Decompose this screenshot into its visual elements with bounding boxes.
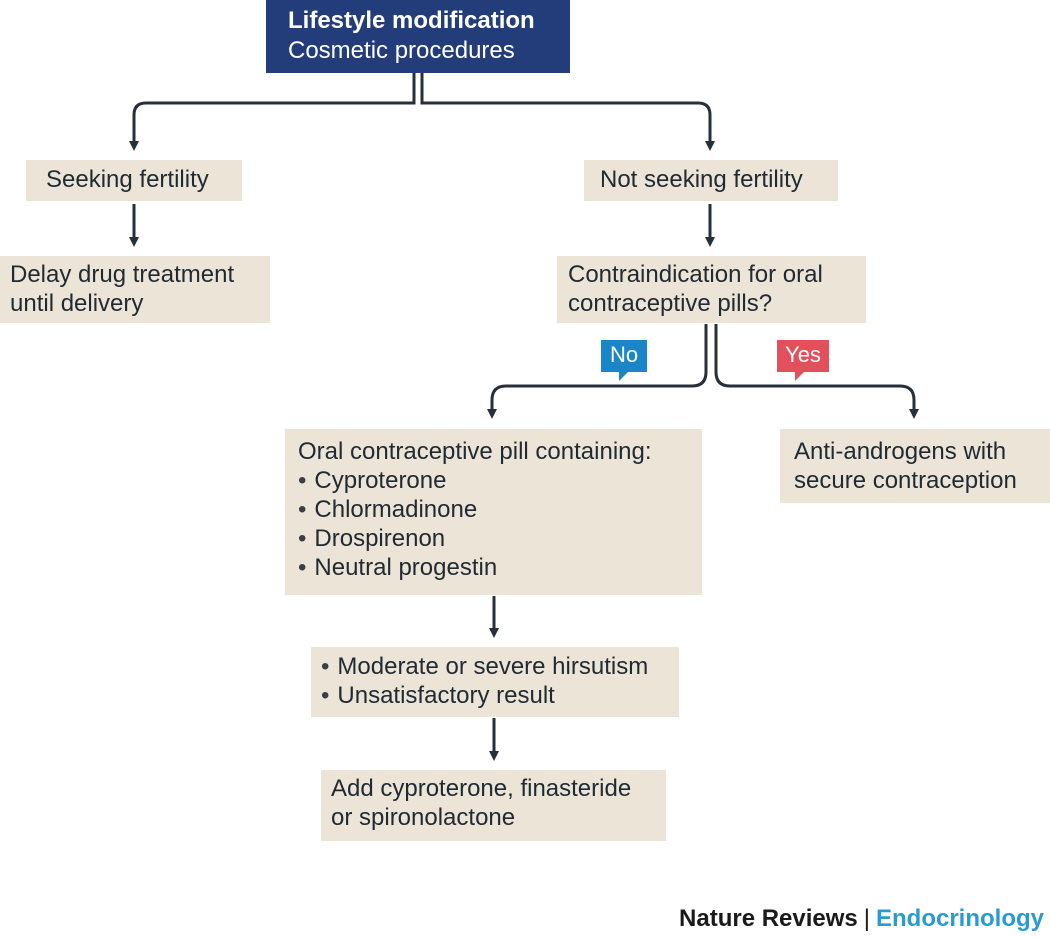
not-seeking-fertility-label: Not seeking fertility bbox=[600, 166, 803, 193]
delay-line-2: until delivery bbox=[10, 290, 144, 317]
ocp-item: Cyproterone bbox=[298, 466, 702, 495]
question-line-2: contraceptive pills? bbox=[568, 290, 773, 317]
no-tag: No bbox=[601, 340, 647, 381]
escalation-item: Unsatisfactory result bbox=[321, 681, 679, 710]
question-line-1: Contraindication for oral bbox=[568, 261, 823, 288]
delay-line-1: Delay drug treatment bbox=[10, 261, 235, 288]
escalation-box: Moderate or severe hirsutism Unsatisfact… bbox=[311, 647, 679, 717]
contraindication-question-box: Contraindication for oral contraceptive … bbox=[557, 256, 866, 323]
connector-question-to-antiandrogen bbox=[714, 324, 919, 419]
add-drugs-box: Add cyproterone, finasteride or spironol… bbox=[321, 770, 666, 841]
ocp-item: Drospirenon bbox=[298, 524, 702, 553]
yes-tag-label: Yes bbox=[785, 342, 821, 367]
add-drugs-line-1: Add cyproterone, finasteride bbox=[331, 775, 632, 802]
lifestyle-box: Lifestyle modification Cosmetic procedur… bbox=[266, 0, 570, 73]
delay-treatment-box: Delay drug treatment until delivery bbox=[0, 256, 270, 323]
connector-question-to-ocp bbox=[487, 324, 708, 419]
seeking-fertility-box: Seeking fertility bbox=[26, 160, 242, 201]
ocp-item: Neutral progestin bbox=[298, 553, 702, 582]
cosmetic-subtitle: Cosmetic procedures bbox=[288, 37, 515, 64]
ocp-item: Chlormadinone bbox=[298, 495, 702, 524]
escalation-item: Moderate or severe hirsutism bbox=[321, 652, 679, 681]
lifestyle-title: Lifestyle modification bbox=[288, 7, 535, 34]
antiandrogen-line-2: secure contraception bbox=[794, 467, 1017, 494]
connector-top-to-seeking bbox=[129, 73, 416, 151]
journal-section: Endocrinology bbox=[876, 905, 1044, 932]
not-seeking-fertility-box: Not seeking fertility bbox=[584, 160, 838, 201]
no-tag-label: No bbox=[609, 342, 639, 367]
yes-tag: Yes bbox=[777, 340, 829, 381]
seeking-fertility-label: Seeking fertility bbox=[46, 166, 209, 193]
add-drugs-line-2: or spironolactone bbox=[331, 804, 516, 831]
antiandrogen-line-1: Anti-androgens with bbox=[794, 438, 1007, 465]
footer-separator: | bbox=[863, 905, 870, 932]
journal-footer: Nature Reviews|Endocrinology bbox=[679, 905, 1044, 933]
ocp-heading: Oral contraceptive pill containing: bbox=[298, 438, 652, 465]
journal-name: Nature Reviews bbox=[679, 905, 858, 932]
ocp-box: Oral contraceptive pill containing: Cypr… bbox=[285, 429, 702, 595]
antiandrogen-box: Anti-androgens with secure contraception bbox=[780, 429, 1050, 503]
connector-top-to-not-seeking bbox=[420, 73, 715, 151]
